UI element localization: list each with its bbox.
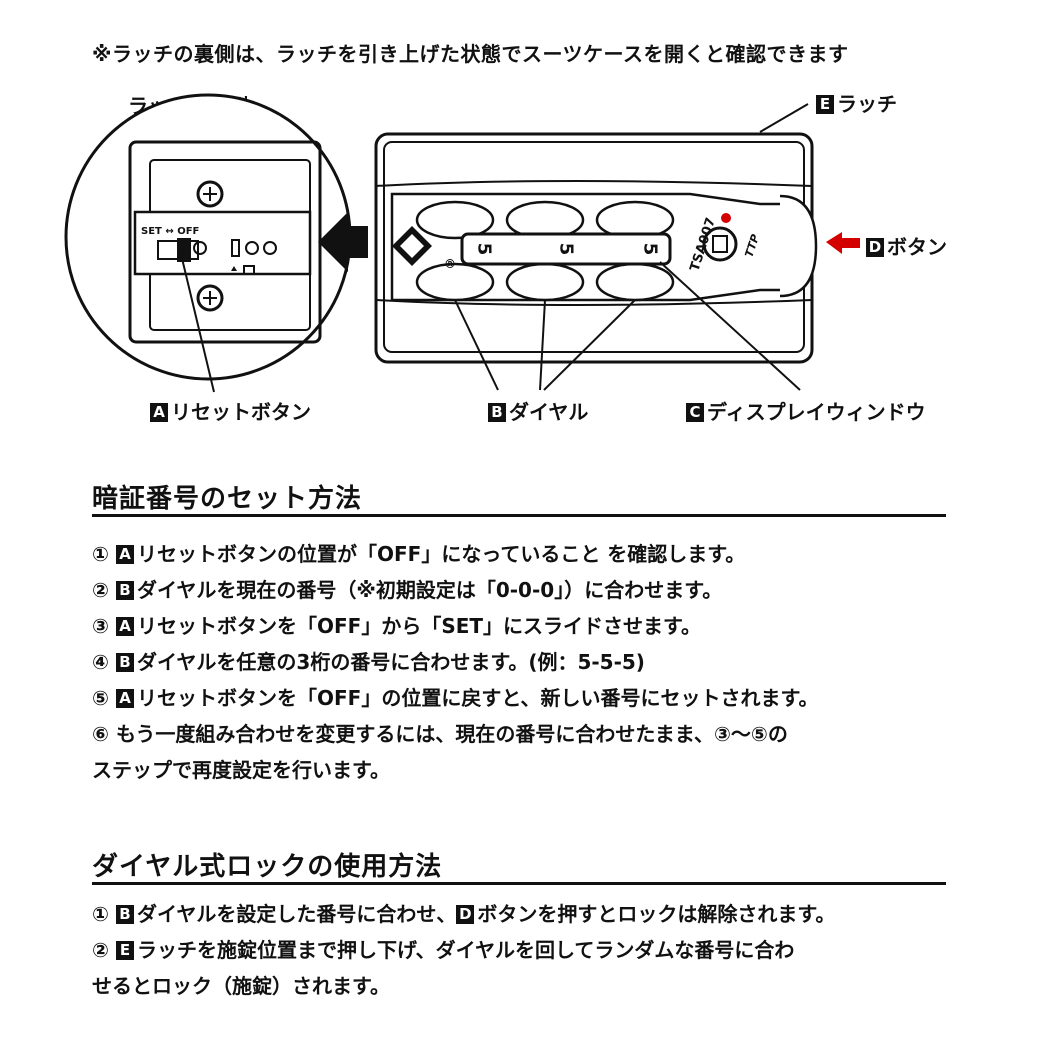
- reset-slider: [177, 238, 191, 262]
- arrow-left-icon: [318, 212, 368, 272]
- leader-line-a: [179, 249, 215, 393]
- indicator-dot: [721, 213, 731, 223]
- section-divider: [92, 882, 946, 885]
- section-title-setting: 暗証番号のセット方法: [92, 484, 363, 514]
- dial-digit: 5: [640, 243, 661, 256]
- leader-line-b: [543, 299, 636, 391]
- leader-line-b: [539, 299, 546, 391]
- dial-digits: 5 5 5: [474, 243, 661, 256]
- registered-mark: ®: [444, 257, 456, 271]
- latch-back-magnified-view: SET ↔ OFF: [64, 93, 352, 381]
- leader-line-e: [759, 103, 809, 133]
- arrow-red-icon: [826, 232, 860, 254]
- leader-line-c: [659, 261, 801, 391]
- dial-digit: 5: [474, 243, 495, 256]
- list-item-continuation: ステップで再度設定を行います。: [92, 758, 390, 782]
- list-item-continuation: せるとロック（施錠）されます。: [92, 974, 390, 998]
- switch-label: SET ↔ OFF: [141, 226, 199, 237]
- dial-digit: 5: [556, 243, 577, 256]
- note-text: ※ラッチの裏側は、ラッチを引き上げた状態でスーツケースを開くと確認できます: [92, 42, 849, 66]
- section-title-usage: ダイヤル式ロックの使用方法: [92, 852, 443, 882]
- leader-line-b: [454, 299, 499, 391]
- lock-diagram: SET ↔ OFF 5 5 5 ®: [64, 93, 860, 393]
- section-divider: [92, 514, 946, 517]
- display-window: [460, 232, 672, 266]
